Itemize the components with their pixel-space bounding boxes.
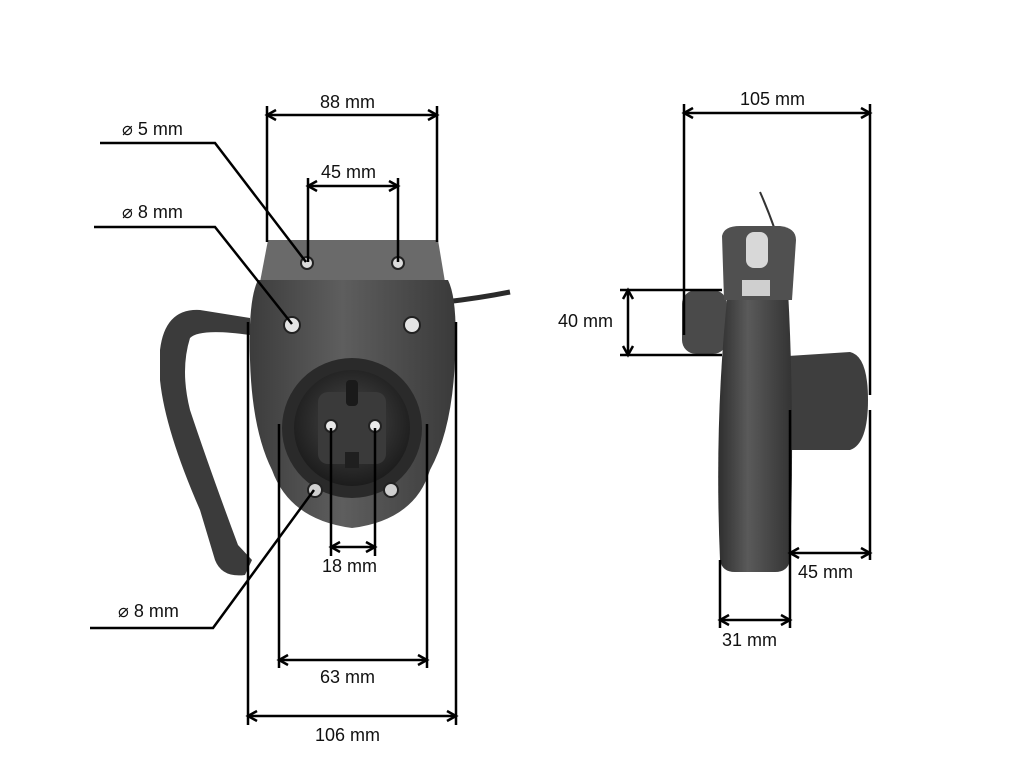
front-view-product (160, 240, 511, 576)
leader-8mm (94, 225, 293, 325)
dim-63-arrow-right (417, 653, 430, 667)
hanger-arm (682, 290, 727, 354)
dim-106-arrow-left (245, 709, 258, 723)
dim-label-pin-spacing: 18 mm (322, 556, 378, 576)
leader-5mm (100, 141, 307, 263)
leader-8mm-bottom (90, 489, 316, 630)
callout-label-hole-8mm: ⌀ 8 mm (122, 202, 183, 222)
dim-45-top-arrow-left (305, 179, 318, 193)
dim-18-arrow-right (365, 540, 378, 554)
callout-label-hole-8mm-bottom: ⌀ 8 mm (118, 601, 179, 621)
callout-label-hole-5mm: ⌀ 5 mm (122, 119, 183, 139)
dim-label-hole-spacing: 45 mm (321, 162, 377, 182)
dim-18-arrow-left (328, 540, 341, 554)
dim-88-arrow-left (264, 108, 277, 122)
hole-mid-left (283, 316, 301, 334)
dim-40-arrow-bottom (621, 345, 635, 358)
dimension-lines (90, 104, 873, 725)
dim-105-arrow-left (681, 106, 694, 120)
clip-window (742, 280, 770, 296)
cable (444, 289, 511, 305)
carry-handle (160, 309, 252, 576)
dim-106-arrow-right (446, 709, 459, 723)
wire (759, 191, 776, 231)
dim-label-socket-width: 63 mm (320, 667, 376, 687)
dim-label-overall-width: 106 mm (315, 725, 381, 745)
dim-105-arrow-right (860, 106, 873, 120)
clip-slot (746, 232, 768, 268)
dim-63-arrow-left (276, 653, 289, 667)
socket-key (346, 380, 358, 406)
socket-stub (788, 352, 868, 450)
mounting-plate (260, 240, 445, 282)
hole-bottom-right (383, 482, 399, 498)
dim-label-top-width: 88 mm (320, 92, 376, 112)
hole-mid-right (403, 316, 421, 334)
dim-45-side-arrow-left (787, 546, 800, 560)
side-view-product (682, 191, 868, 572)
wheel-body (718, 290, 793, 572)
dim-31-arrow-left (717, 613, 730, 627)
dim-label-body-thickness: 31 mm (722, 630, 778, 650)
dim-label-overall-depth: 105 mm (740, 89, 806, 109)
dim-label-socket-depth: 45 mm (798, 562, 854, 582)
dim-40-arrow-top (621, 287, 635, 300)
dim-label-hanger-height: 40 mm (558, 311, 614, 331)
dim-31-arrow-right (780, 613, 793, 627)
dim-45-side-arrow-right (860, 546, 873, 560)
earth-slot (345, 452, 359, 468)
socket-face (318, 392, 386, 464)
dim-45-top-arrow-right (388, 179, 401, 193)
dim-88-arrow-right (427, 108, 440, 122)
